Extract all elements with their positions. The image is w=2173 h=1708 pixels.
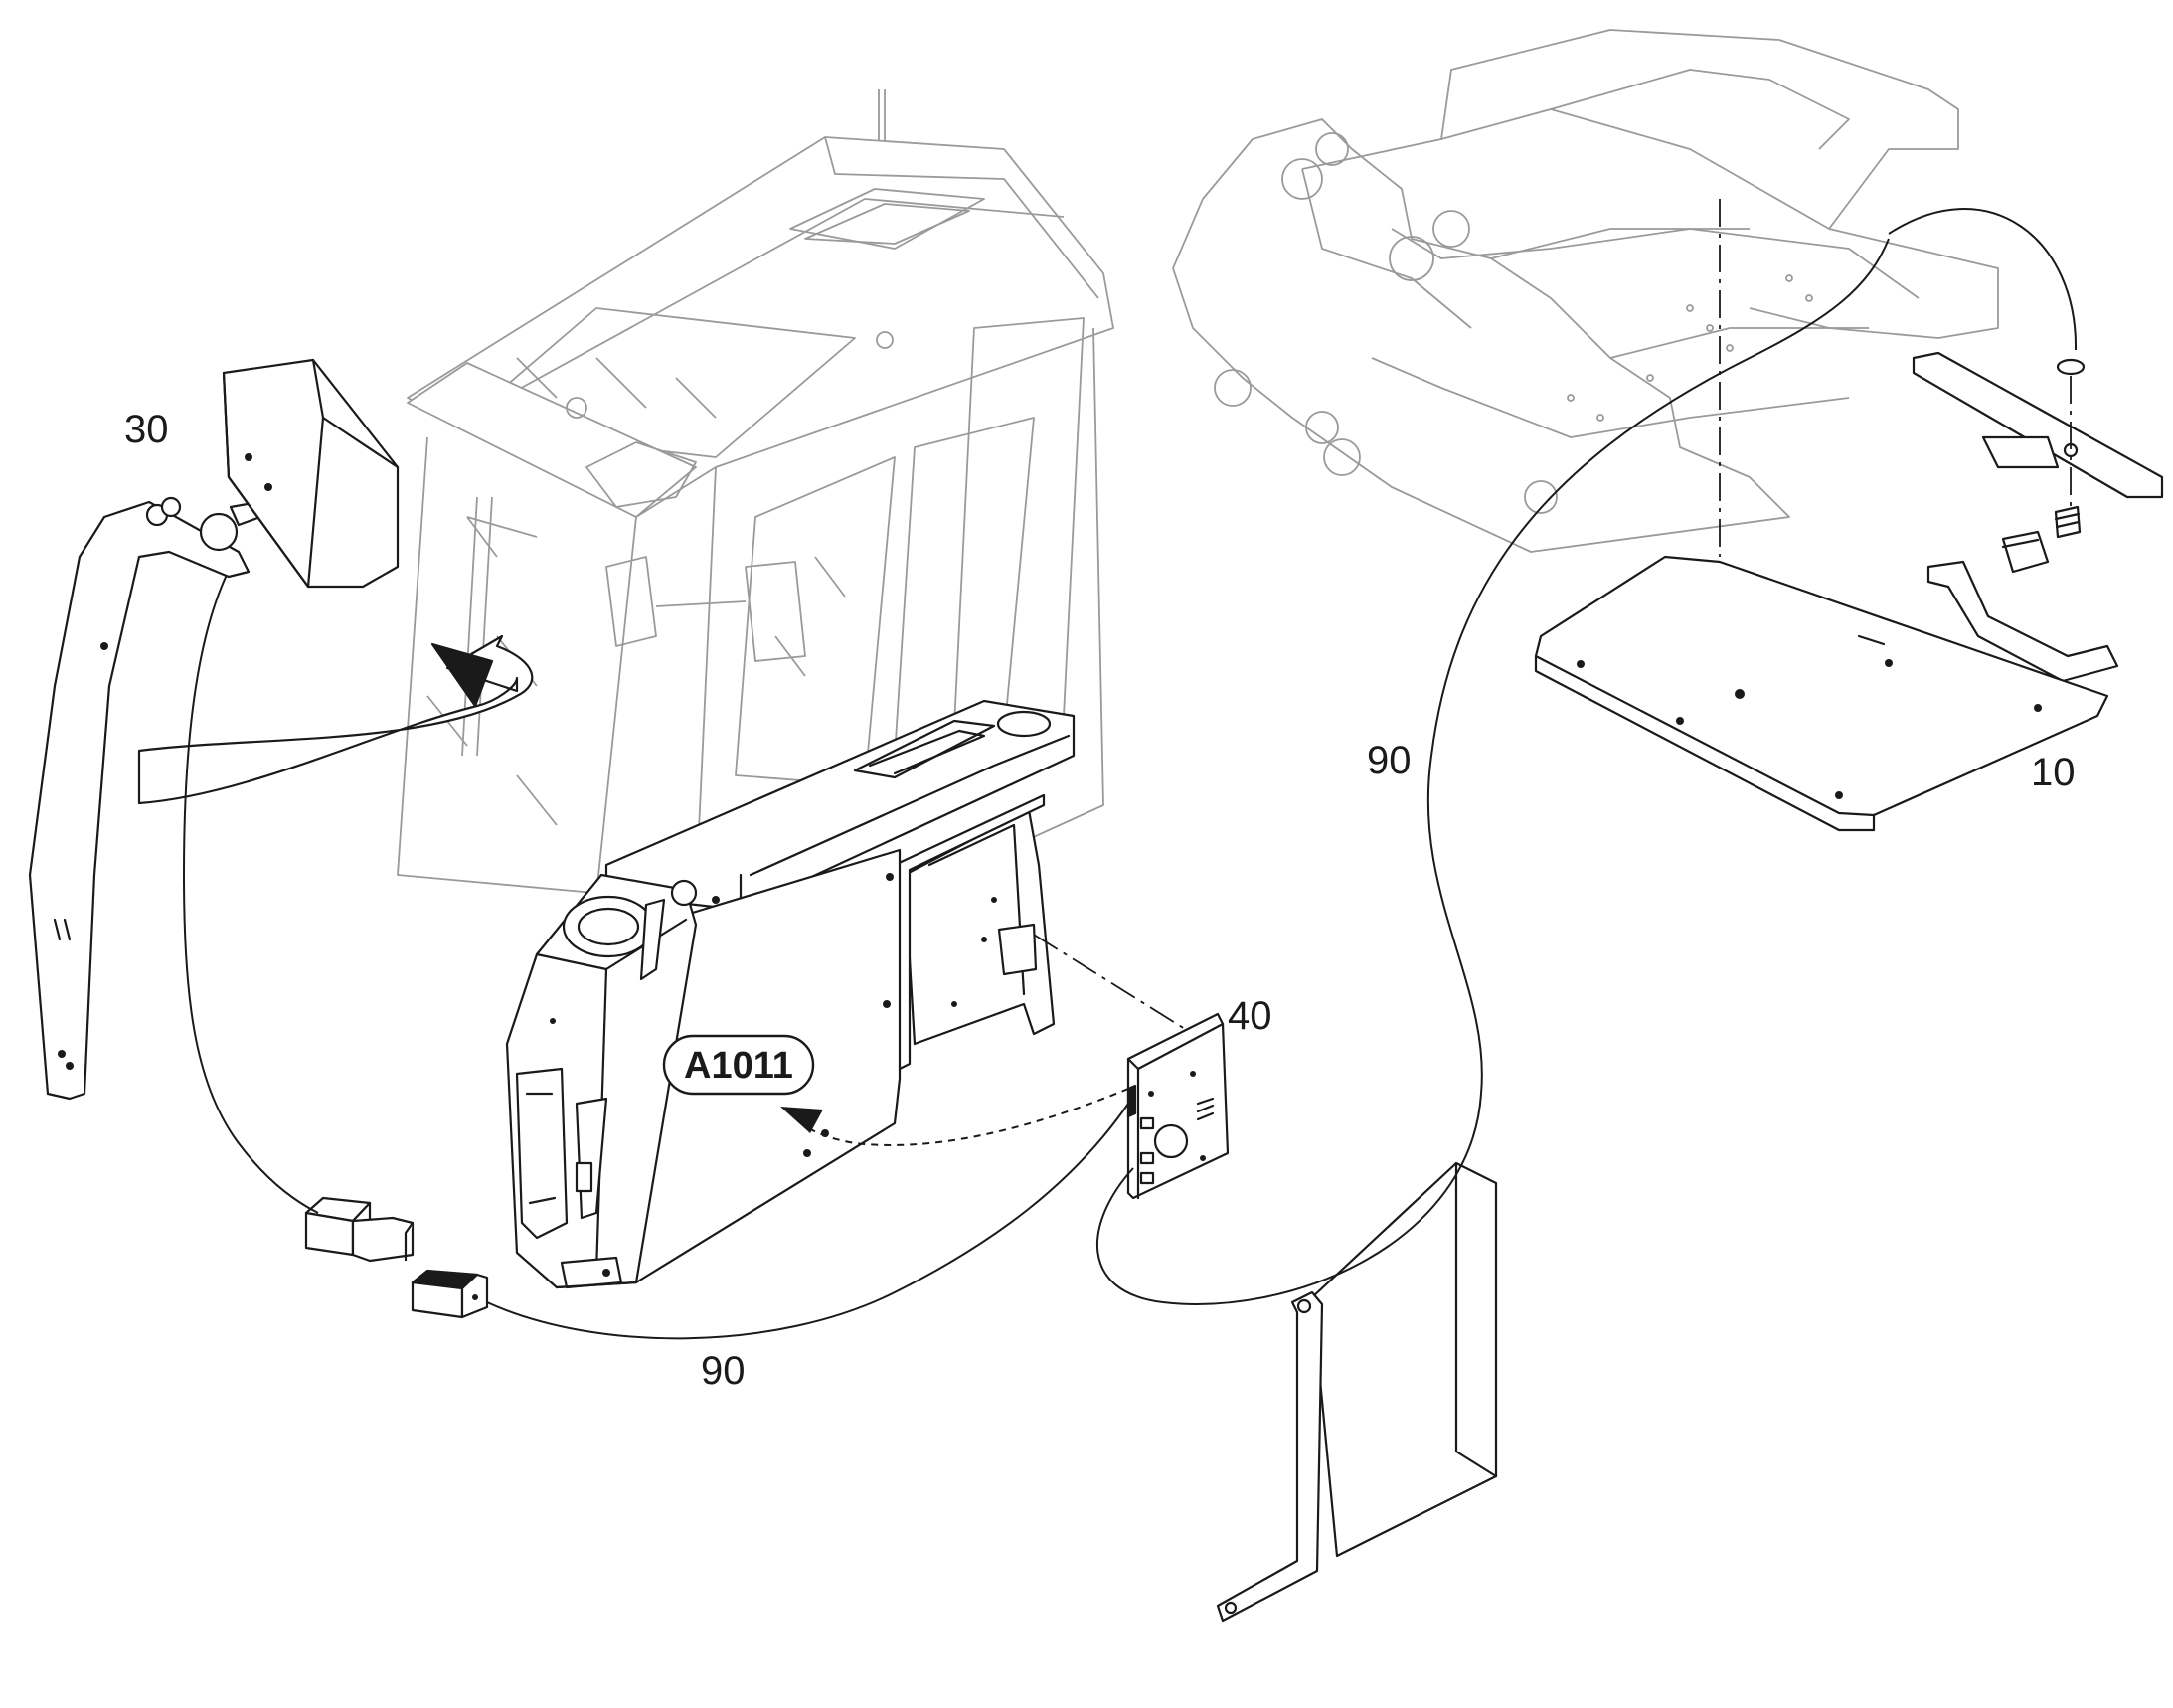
console-body (505, 699, 1194, 1289)
ref-label-text: A1011 (684, 1045, 793, 1087)
curved-arrow (137, 634, 534, 805)
part-40-control-unit (1126, 1012, 1230, 1200)
reference-label-a1011: A1011 (662, 1034, 815, 1096)
cover-plate (1216, 1161, 1498, 1623)
connector-pair (304, 1196, 489, 1319)
callout-40: 40 (1228, 994, 1272, 1038)
callout-90-right: 90 (1367, 739, 1412, 782)
callout-10: 10 (2031, 751, 2076, 794)
wiring-harness-90 (182, 238, 1890, 1340)
callout-90-bottom: 90 (701, 1349, 746, 1393)
cab-ghost-outline (397, 89, 1114, 896)
part-30-assembly (28, 358, 400, 1101)
dashed-reference-arrow (780, 1088, 1129, 1146)
chassis-frame-ghost (1172, 29, 1999, 553)
part-10-assembly (1534, 199, 2164, 832)
callout-30: 30 (124, 408, 169, 451)
